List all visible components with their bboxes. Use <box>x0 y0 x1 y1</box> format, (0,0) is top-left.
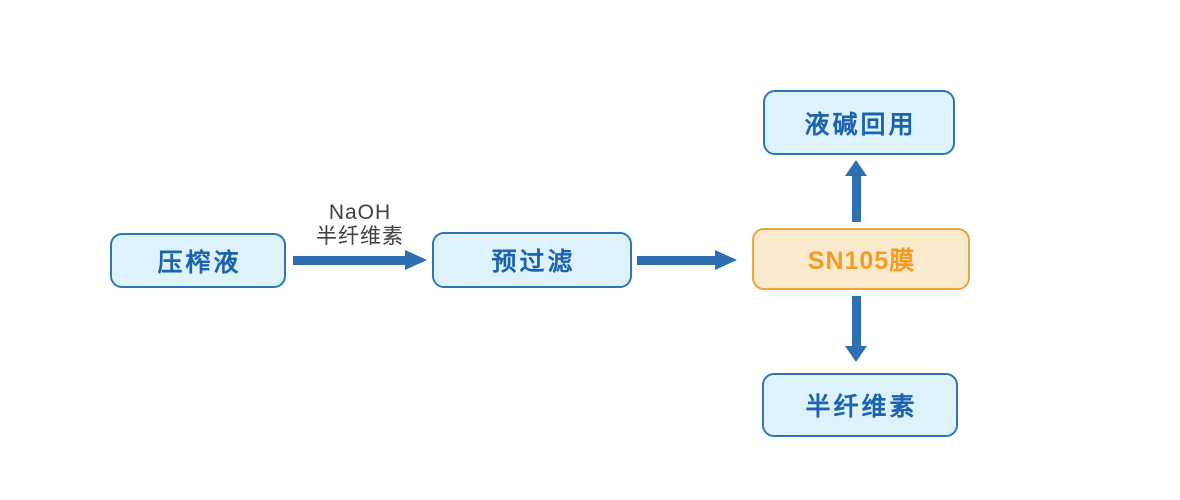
arrow-membrane-to-hemicellulose-shaft <box>852 296 861 347</box>
edge-label-line2: 半纤维素 <box>316 225 404 248</box>
node-hemicellulose: 半纤维素 <box>762 373 958 437</box>
arrow-press-to-prefilter-shaft <box>293 256 405 265</box>
arrow-membrane-to-hemicellulose-head-icon <box>845 346 867 362</box>
arrow-membrane-to-alkali-shaft <box>852 175 861 222</box>
arrow-prefilter-to-membrane-shaft <box>637 256 715 265</box>
node-press-liquid: 压榨液 <box>110 233 286 288</box>
edge-label-naoh-hemicellulose: NaOH 半纤维素 <box>280 201 440 249</box>
arrow-membrane-to-alkali-head-icon <box>845 160 867 176</box>
arrow-prefilter-to-membrane-head-icon <box>715 250 737 270</box>
node-alkali-reuse: 液碱回用 <box>763 90 955 155</box>
node-prefilter: 预过滤 <box>432 232 632 288</box>
node-sn105-membrane: SN105膜 <box>752 228 970 290</box>
edge-label-line1: NaOH <box>328 201 392 224</box>
arrow-press-to-prefilter-head-icon <box>405 250 427 270</box>
